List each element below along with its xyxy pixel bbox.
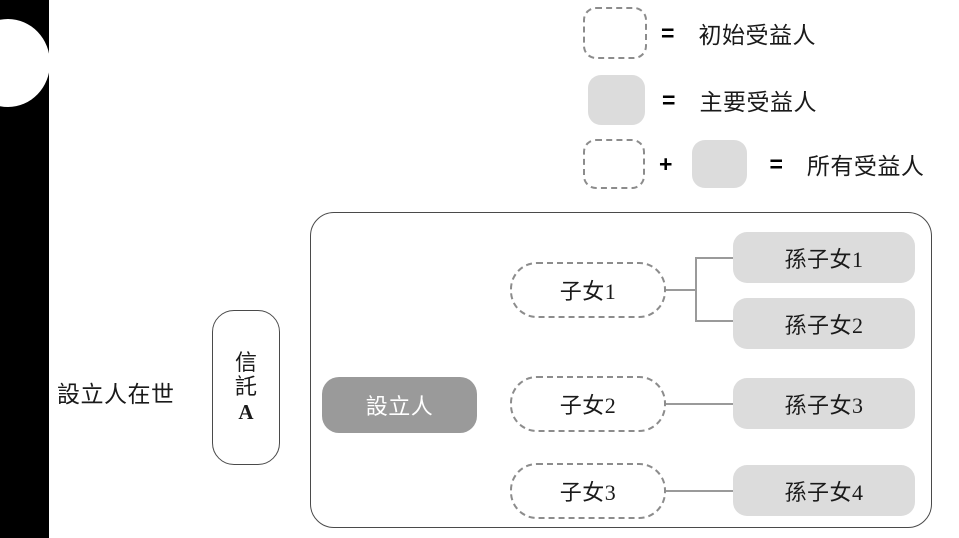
legend-swatch-dashed-box bbox=[583, 7, 647, 59]
node-child-1[interactable]: 子女1 bbox=[510, 262, 666, 318]
legend-row-initial-beneficiary: = 初始受益人 bbox=[583, 7, 816, 59]
legend-swatch-solid-box bbox=[692, 140, 748, 188]
node-settlor[interactable]: 設立人 bbox=[322, 377, 477, 433]
side-caption-settlor-alive: 設立人在世 bbox=[57, 382, 175, 407]
connector-child1-to-grandchild2 bbox=[695, 320, 734, 322]
node-grandchild-2[interactable]: 孫子女2 bbox=[733, 298, 915, 349]
legend-row-primary-beneficiary: = 主要受益人 bbox=[588, 75, 817, 125]
connector-child2-to-grandchild3 bbox=[665, 403, 734, 405]
node-grandchild-3[interactable]: 孫子女3 bbox=[733, 378, 915, 429]
legend-equals-sign: = bbox=[662, 86, 676, 113]
trust-label-char-3: A bbox=[238, 399, 254, 424]
left-band-notch bbox=[0, 19, 50, 107]
legend-label-all-beneficiaries: 所有受益人 bbox=[806, 154, 925, 179]
legend-row-all-beneficiaries: + = 所有受益人 bbox=[583, 139, 924, 189]
node-child-3[interactable]: 子女3 bbox=[510, 463, 666, 519]
left-black-band bbox=[0, 0, 50, 538]
trust-label-char-2: 託 bbox=[234, 374, 257, 400]
legend-label-initial-beneficiary: 初始受益人 bbox=[698, 23, 816, 48]
trust-label-char-1: 信 bbox=[234, 349, 257, 375]
node-grandchild-4[interactable]: 孫子女4 bbox=[733, 465, 915, 516]
legend-label-primary-beneficiary: 主要受益人 bbox=[699, 90, 817, 115]
connector-child1-to-grandchild1 bbox=[695, 257, 734, 259]
legend-plus-sign: + bbox=[659, 150, 673, 177]
trust-a-box: 信 託 A bbox=[212, 310, 280, 465]
connector-child1-stem bbox=[665, 289, 696, 291]
legend-swatch-solid-box bbox=[588, 75, 645, 125]
connector-child3-to-grandchild4 bbox=[665, 490, 734, 492]
legend-swatch-dashed-box bbox=[583, 139, 645, 189]
node-child-2[interactable]: 子女2 bbox=[510, 376, 666, 432]
connector-child1-bracket-vertical bbox=[695, 257, 697, 321]
legend-equals-sign: = bbox=[661, 19, 675, 46]
node-grandchild-1[interactable]: 孫子女1 bbox=[733, 232, 915, 283]
legend-equals-sign: = bbox=[769, 150, 783, 177]
